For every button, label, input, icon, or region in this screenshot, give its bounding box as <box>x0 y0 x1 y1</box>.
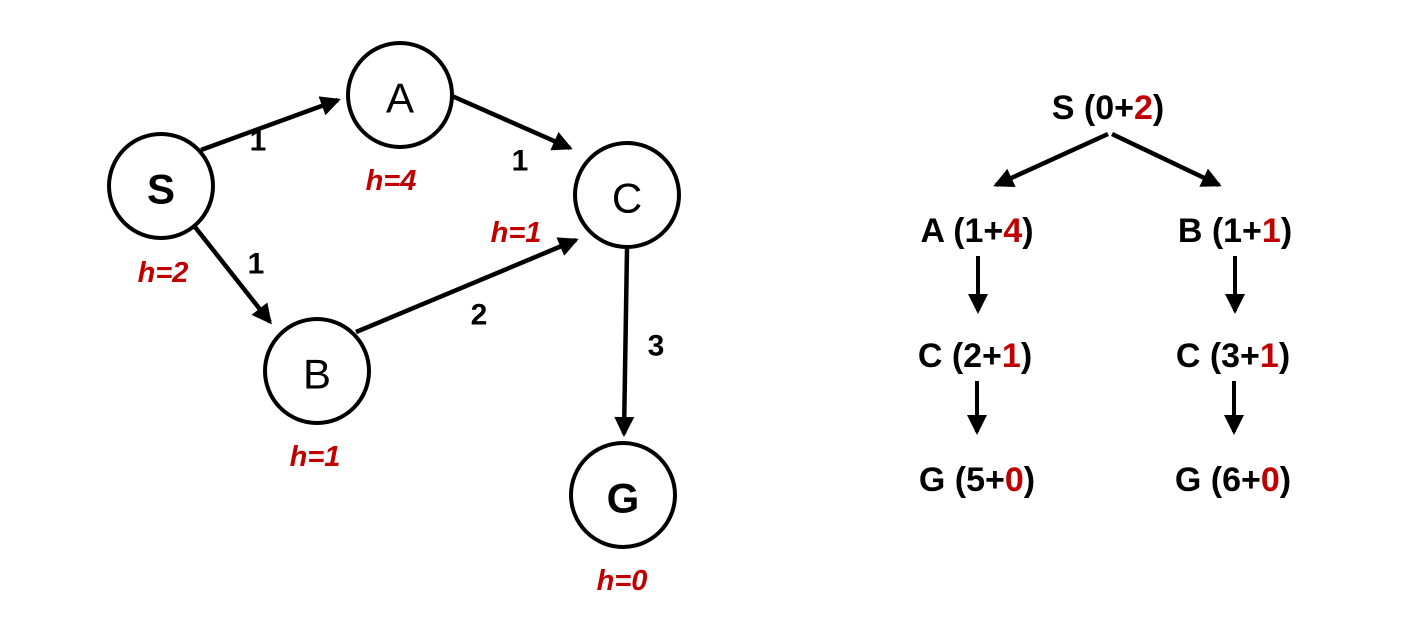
tree-node-c1-post: ) <box>1021 337 1032 375</box>
tree-node-g1-post: ) <box>1024 461 1035 499</box>
graph-node-s: S <box>107 132 215 240</box>
heuristic-label-b: h=1 <box>290 441 341 473</box>
heuristic-label-a: h=4 <box>366 165 417 197</box>
graph-node-a-circle <box>346 41 454 149</box>
state-graph-panel: 1 1 1 2 3 S A B C G <box>107 41 681 597</box>
tree-node-g1: G (5+0) <box>919 461 1035 499</box>
edge-weight-c-g: 3 <box>648 330 665 363</box>
tree-node-b: B (1+1) <box>1178 212 1292 250</box>
tree-node-a: A (1+4) <box>920 212 1033 250</box>
edge-c-g <box>614 248 635 437</box>
graph-node-b: B <box>263 317 371 425</box>
heuristic-label-c: h=1 <box>491 217 542 249</box>
graph-node-c-circle <box>573 141 681 249</box>
tree-node-g2: G (6+0) <box>1175 461 1291 499</box>
tree-node-b-h: 1 <box>1262 212 1281 250</box>
graph-node-a-label: A <box>386 75 414 122</box>
heuristic-label-g: h=0 <box>597 565 648 597</box>
tree-node-c1-pre: C (2+ <box>918 337 1002 375</box>
graph-node-b-circle <box>263 317 371 425</box>
tree-node-a-post: ) <box>1022 212 1033 250</box>
edge-weight-s-a: 1 <box>250 125 267 158</box>
tree-node-g1-h: 0 <box>1005 461 1024 499</box>
graph-node-g: G <box>569 441 677 549</box>
graph-node-a: A <box>346 41 454 149</box>
edge-s-a <box>200 96 341 153</box>
tree-node-a-pre: A (1+ <box>920 212 1003 250</box>
edge-weight-s-b: 1 <box>248 248 265 281</box>
tree-node-c1-h: 1 <box>1002 337 1021 375</box>
graph-node-s-circle <box>107 132 215 240</box>
tree-node-c2-post: ) <box>1279 337 1290 375</box>
tree-edge-s-a <box>993 131 1109 188</box>
search-tree-panel: S (0+2) A (1+4) B (1+1) C (2+1) C (3+1) … <box>918 89 1292 499</box>
tree-node-s-pre: S (0+ <box>1052 89 1134 127</box>
graph-node-b-label: B <box>303 351 331 398</box>
tree-node-c2: C (3+1) <box>1176 337 1290 375</box>
tree-node-s: S (0+2) <box>1052 89 1164 127</box>
tree-node-g1-pre: G (5+ <box>919 461 1005 499</box>
graph-node-g-circle <box>569 441 677 549</box>
edge-s-b <box>193 225 272 325</box>
graph-node-c: C <box>573 141 681 249</box>
heuristic-label-s: h=2 <box>138 257 189 289</box>
graph-node-s-label: S <box>147 166 175 213</box>
edge-weight-a-c: 1 <box>512 145 529 178</box>
graph-node-c-label: C <box>612 175 642 222</box>
tree-node-g2-post: ) <box>1280 461 1291 499</box>
tree-node-s-h: 2 <box>1134 89 1153 127</box>
tree-node-s-post: ) <box>1153 89 1164 127</box>
tree-node-c2-h: 1 <box>1260 337 1279 375</box>
tree-edge-s-b <box>1111 131 1222 188</box>
tree-node-b-post: ) <box>1281 212 1292 250</box>
tree-node-g2-h: 0 <box>1261 461 1280 499</box>
edge-b-c <box>355 237 579 335</box>
tree-node-c1: C (2+1) <box>918 337 1032 375</box>
tree-node-g2-pre: G (6+ <box>1175 461 1261 499</box>
graph-node-g-label: G <box>607 475 640 522</box>
tree-node-a-h: 4 <box>1003 212 1022 250</box>
edge-a-c <box>451 93 573 151</box>
tree-node-c2-pre: C (3+ <box>1176 337 1260 375</box>
edge-weight-b-c: 2 <box>471 299 488 332</box>
tree-node-b-pre: B (1+ <box>1178 212 1262 250</box>
